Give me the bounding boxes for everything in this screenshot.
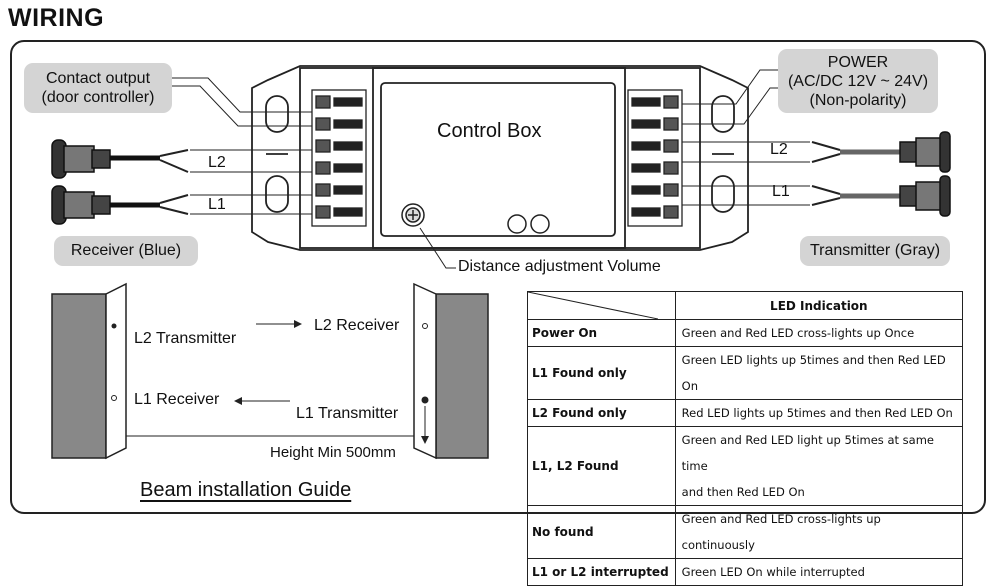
wiring-drawing	[51, 65, 951, 460]
transmitter-label: Transmitter (Gray)	[800, 236, 950, 266]
row-value: Green LED lights up 5times and then Red …	[674, 346, 964, 400]
l2-receiver-label: L2 Receiver	[314, 317, 400, 334]
table-row: L1 Found only Green LED lights up 5times…	[527, 346, 964, 400]
left-l2-label: L2	[208, 154, 226, 171]
receiver-sensor-l1	[51, 185, 111, 225]
beam-guide-drawing	[51, 282, 489, 460]
table-row: No found Green and Red LED cross-lights …	[527, 505, 964, 559]
page-title: WIRING	[8, 4, 105, 32]
height-label: Height Min 500mm	[270, 444, 396, 461]
receiver-label: Receiver (Blue)	[54, 236, 198, 266]
diagonal-divider	[528, 292, 658, 319]
l2-transmitter-label: L2 Transmitter	[134, 330, 237, 347]
table-row: Power On Green and Red LED cross-lights …	[527, 319, 964, 347]
left-l1-label: L1	[208, 196, 226, 213]
table-row: L1 or L2 interrupted Green LED On while …	[527, 558, 964, 586]
l1-receiver-label: L1 Receiver	[134, 391, 220, 408]
row-value: Green and Red LED cross-lights up contin…	[674, 505, 964, 559]
right-terminal-block	[627, 89, 683, 227]
row-value-line2: and then Red LED On	[681, 485, 805, 499]
left-terminal-block	[311, 89, 367, 227]
distance-adjust-screw	[401, 203, 425, 227]
receiver-wires	[110, 149, 312, 215]
row-key: L1 or L2 interrupted	[527, 558, 676, 586]
led-indication-table: LED Indication Power On Green and Red LE…	[527, 291, 964, 586]
led-indication-header: LED Indication	[674, 291, 964, 320]
right-l2-label: L2	[770, 141, 788, 158]
row-key: L1 Found only	[527, 346, 676, 400]
wiring-diagram: WIRING	[8, 4, 986, 586]
led-indicators	[507, 214, 550, 234]
contact-output-callout	[172, 77, 312, 127]
row-value: Red LED lights up 5times and then Red LE…	[674, 399, 964, 427]
receiver-sensor-l2	[51, 139, 111, 179]
row-value: Green and Red LED light up 5times at sam…	[674, 426, 964, 506]
l1-transmitter-label: L1 Transmitter	[296, 405, 399, 422]
table-row: L1, L2 Found Green and Red LED light up …	[527, 426, 964, 506]
distance-volume-label: Distance adjustment Volume	[458, 258, 661, 275]
row-value-line1: Green and Red LED light up 5times at sam…	[681, 433, 934, 473]
control-box-title: Control Box	[437, 120, 542, 142]
table-header-row: LED Indication	[527, 291, 964, 320]
row-key: Power On	[527, 319, 676, 347]
transmitter-sensor-l2	[899, 131, 951, 173]
contact-output-label: Contact output (door controller)	[24, 63, 172, 113]
power-label: POWER (AC/DC 12V ~ 24V) (Non-polarity)	[778, 49, 938, 113]
diagram-frame	[10, 40, 986, 514]
row-value: Green LED On while interrupted	[674, 558, 964, 586]
transmitter-wires	[682, 141, 900, 206]
row-key: L2 Found only	[527, 399, 676, 427]
row-key: No found	[527, 505, 676, 559]
table-corner-cell	[527, 291, 676, 320]
table-row: L2 Found only Red LED lights up 5times a…	[527, 399, 964, 427]
row-value: Green and Red LED cross-lights up Once	[674, 319, 964, 347]
beam-guide-caption: Beam installation Guide	[140, 479, 352, 501]
right-l1-label: L1	[772, 183, 790, 200]
transmitter-sensor-l1	[899, 175, 951, 217]
power-callout	[682, 69, 778, 125]
control-box-body	[251, 65, 749, 251]
distance-callout-line	[419, 227, 456, 269]
row-key: L1, L2 Found	[527, 426, 676, 506]
